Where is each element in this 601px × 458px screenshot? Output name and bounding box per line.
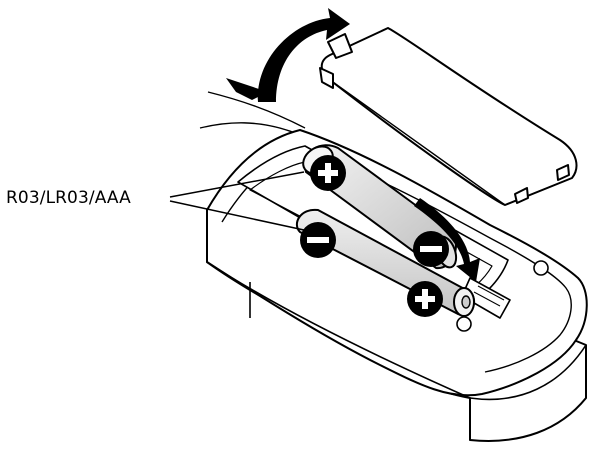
insert-direction-arrow-icon bbox=[414, 198, 480, 282]
minus-terminal-icon-right bbox=[413, 231, 449, 267]
open-cover-arrow-icon bbox=[226, 8, 350, 102]
plus-terminal-icon-top bbox=[310, 155, 346, 191]
label-leader-lines bbox=[169, 171, 305, 231]
battery-type-label: R03/LR03/AAA bbox=[6, 188, 131, 208]
minus-terminal-icon-left bbox=[300, 222, 336, 258]
hand-outline bbox=[199, 91, 306, 136]
plus-terminal-icon-bottom bbox=[407, 281, 443, 317]
screw-holes bbox=[456, 260, 549, 332]
battery-cover bbox=[319, 27, 578, 206]
